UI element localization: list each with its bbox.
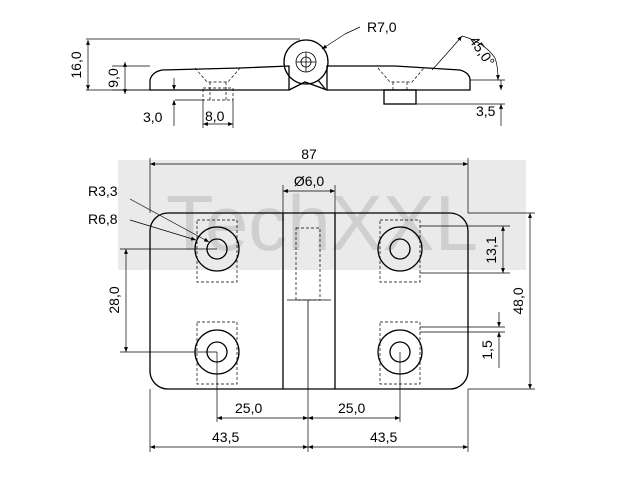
top-view: 87 Ø6,0 R3,3 R6,8 28,0 48,0 13,1 1,5	[88, 146, 535, 452]
dim-hole-to-axis-right: 25,0	[338, 400, 365, 416]
dim-hole-to-axis-left: 25,0	[235, 400, 262, 416]
dim-countersink-r-small: R3,3	[88, 183, 118, 199]
dim-countersink-r-large: R6,8	[88, 211, 118, 227]
dim-boss-offset-side: 3,0	[143, 109, 163, 125]
pin-knuckle-circle	[283, 39, 329, 85]
dim-total-width: 87	[301, 146, 317, 162]
dim-boss-height: 3,5	[476, 103, 496, 119]
dim-total-height-side: 16,0	[68, 51, 84, 78]
dim-half-width-left: 43,5	[212, 429, 239, 445]
dim-pin-radius: R7,0	[367, 19, 397, 35]
dim-total-height-top: 48,0	[510, 287, 526, 314]
dim-boss-offset-top: 1,5	[479, 340, 495, 360]
dim-half-width-right: 43,5	[370, 429, 397, 445]
dim-pin-diameter: Ø6,0	[294, 173, 325, 189]
dim-leaf-height: 9,0	[105, 68, 121, 88]
dim-boss-width: 8,0	[205, 108, 225, 124]
dim-chamfer-angle: 45,0°	[466, 33, 498, 69]
watermark-text: TechXXL	[166, 179, 478, 267]
dim-hole-edge-offset: 13,1	[483, 236, 499, 263]
hole-top-right	[377, 219, 423, 283]
side-view: 16,0 9,0 R7,0 45,0° 3,0 8,0 3,5	[68, 19, 505, 128]
dim-hole-vertical-spacing: 28,0	[106, 286, 122, 313]
